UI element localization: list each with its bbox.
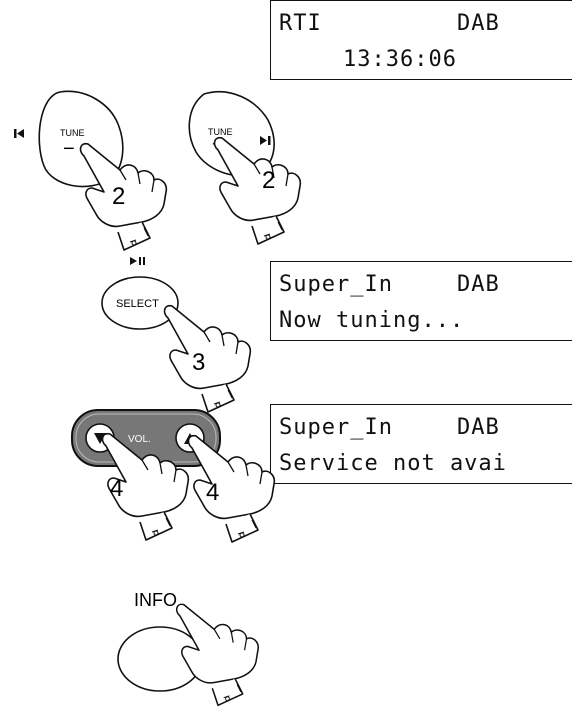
lcd-line1-right: DAB [457, 272, 500, 297]
step-number: 4 [110, 475, 123, 502]
select-label: SELECT [116, 298, 159, 310]
lcd-line1-right: DAB [457, 11, 500, 36]
vol-up-pointer-hand [187, 434, 276, 543]
skip-forward-icon [260, 136, 271, 145]
play-pause-icon [130, 257, 145, 265]
lcd-line2: Now tuning... [279, 308, 465, 333]
lcd-line1-left: Super_In [279, 272, 393, 297]
lcd-display-tuning: Super_In DAB Now tuning... [270, 261, 572, 341]
info-pointer-hand [175, 603, 259, 707]
lcd-line2: Service not avai [279, 451, 507, 476]
lcd-line1-left: Super_In [279, 415, 393, 440]
lcd-line2: 13:36:06 [343, 47, 457, 72]
step-number: 3 [192, 349, 205, 376]
lcd-line1-right: DAB [457, 415, 500, 440]
lcd-display-service: Super_In DAB Service not avai [270, 404, 572, 484]
lcd-line1-left: RTI [279, 11, 322, 36]
tune-minus-sign: − [63, 138, 75, 160]
step-number: 4 [206, 479, 219, 506]
select-pointer-hand [163, 304, 252, 413]
tune-up-label: TUNE [208, 127, 233, 137]
vol-label: VOL. [128, 434, 151, 445]
step-number: 2 [112, 183, 125, 210]
info-label: INFO [134, 590, 177, 610]
skip-back-icon [14, 129, 24, 138]
tune-down-label: TUNE [60, 128, 85, 138]
lcd-display-time: RTI DAB 13:36:06 [270, 0, 572, 80]
step-number: 2 [262, 167, 275, 194]
select-button[interactable]: SELECT [101, 276, 179, 330]
